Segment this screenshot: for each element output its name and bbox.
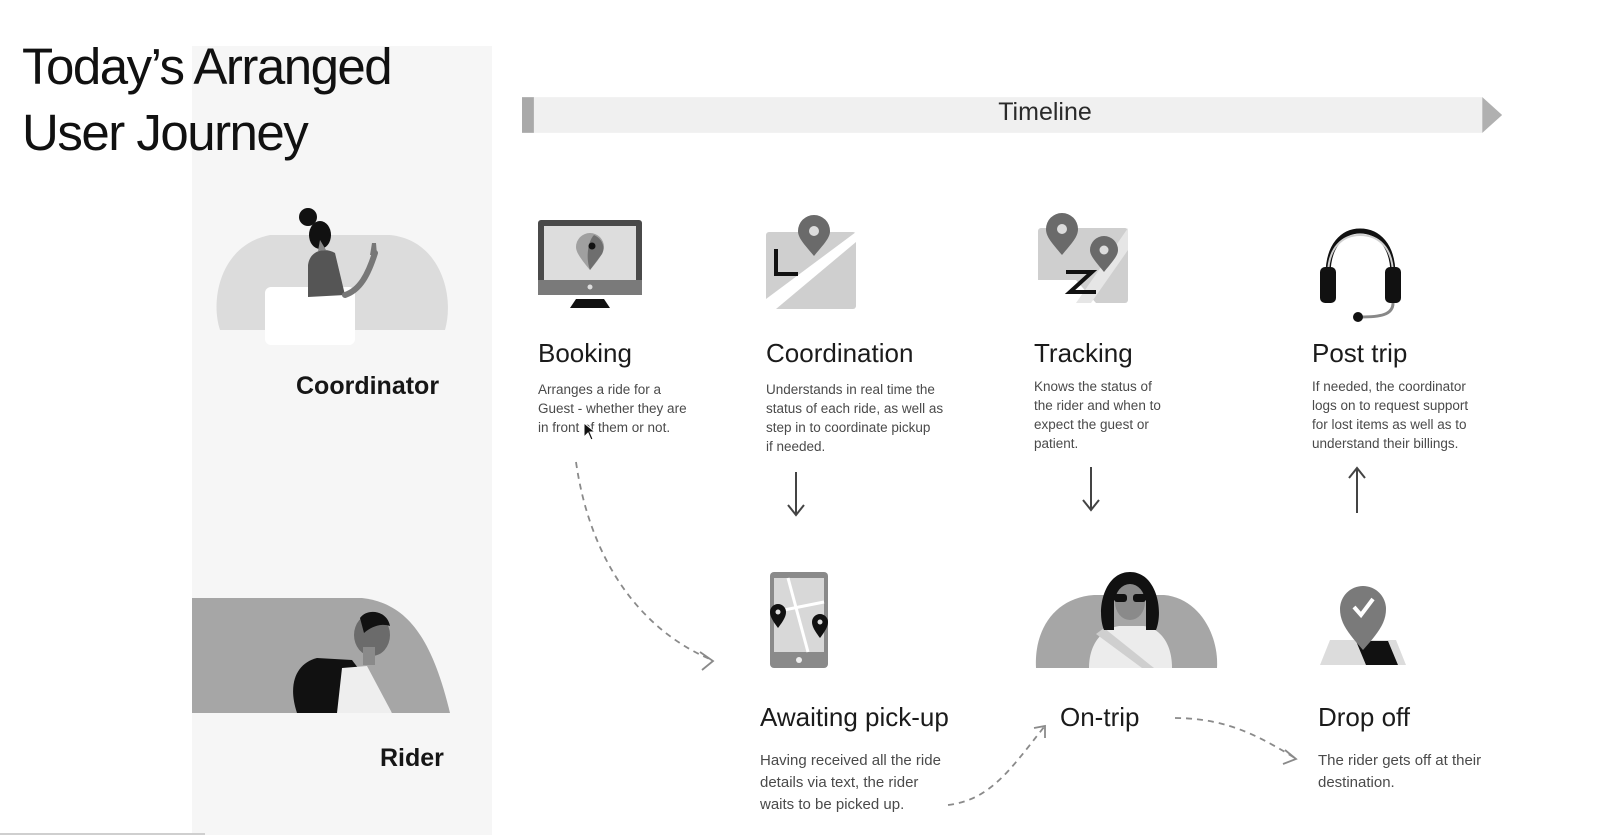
timeline-bar [522, 97, 1503, 133]
step-coordination-desc-line: status of each ride, as well as [766, 401, 944, 416]
step-on-trip-title: On-trip [1060, 702, 1140, 732]
step-coordination-title: Coordination [766, 338, 914, 368]
coordination-down-arrow [787, 472, 805, 517]
step-drop-off-desc: The rider gets off at their destination. [1318, 750, 1481, 794]
step-post-trip-desc-line: logs on to request support [1312, 398, 1469, 413]
post-trip-up-arrow [1348, 466, 1366, 513]
bottom-edge-line [0, 833, 205, 835]
step-post-trip-desc-line: understand their billings. [1312, 436, 1459, 451]
step-coordination-desc: Understands in real time the status of e… [766, 380, 943, 456]
step-tracking-desc-line: Knows the status of [1034, 379, 1152, 394]
role-coordinator-label: Coordinator [296, 372, 440, 400]
step-booking-desc-line: Guest - whether they are [538, 401, 687, 416]
step-booking-title: Booking [538, 338, 632, 368]
step-post-trip-desc: If needed, the coordinator logs on to re… [1312, 377, 1468, 453]
awaiting-to-on-trip-connector [947, 724, 1046, 806]
step-tracking-desc: Knows the status of the rider and when t… [1034, 377, 1161, 453]
step-post-trip-desc-line: for lost items as well as to [1312, 417, 1467, 432]
step-post-trip-title: Post trip [1312, 338, 1408, 368]
step-awaiting-desc: Having received all the ride details via… [760, 750, 941, 816]
step-coordination-desc-line: if needed. [766, 439, 826, 454]
step-drop-off-title: Drop off [1318, 702, 1411, 732]
dropoff-check-pin-icon [1320, 586, 1406, 665]
step-awaiting-desc-line: Having received all the ride [760, 752, 941, 769]
slide-title: Today’s Arranged User Journey [22, 34, 393, 166]
rider-illustration [192, 598, 450, 713]
step-tracking-desc-line: patient. [1034, 436, 1079, 451]
tracking-down-arrow [1082, 467, 1100, 512]
step-drop-off-desc-line: destination. [1318, 774, 1395, 791]
rider-car-icon [1035, 572, 1218, 668]
on-trip-to-drop-off-connector [1174, 717, 1298, 765]
slide-title-line1: Today’s Arranged [22, 38, 393, 95]
slide-title-line2: User Journey [22, 104, 309, 161]
step-tracking-desc-line: the rider and when to [1034, 398, 1161, 413]
step-post-trip-desc-line: If needed, the coordinator [1312, 379, 1466, 394]
step-tracking-title: Tracking [1034, 338, 1133, 368]
timeline-label: Timeline [998, 98, 1092, 126]
role-rider-label: Rider [380, 744, 444, 772]
mouse-cursor-icon [583, 421, 597, 441]
step-drop-off-desc-line: The rider gets off at their [1318, 752, 1482, 769]
coordinator-illustration [216, 208, 448, 345]
phone-map-icon [770, 572, 828, 668]
monitor-pin-icon [538, 220, 642, 308]
step-awaiting-desc-line: waits to be picked up. [760, 796, 905, 813]
map-pin-icon [766, 215, 856, 309]
step-booking-desc-line: in front of them or not. [538, 420, 671, 435]
step-coordination-desc-line: step in to coordinate pickup [766, 420, 931, 435]
map-pins-z-icon [1038, 213, 1128, 303]
headset-icon [1320, 228, 1401, 322]
booking-to-awaiting-connector [575, 461, 715, 671]
step-awaiting-desc-line: details via text, the rider [760, 774, 919, 791]
step-booking-desc-line: Arranges a ride for a [538, 382, 662, 397]
step-coordination-desc-line: Understands in real time the [766, 382, 935, 397]
step-tracking-desc-line: expect the guest or [1034, 417, 1149, 432]
step-awaiting-title: Awaiting pick-up [760, 702, 949, 732]
step-booking-desc: Arranges a ride for a Guest - whether th… [538, 380, 687, 437]
